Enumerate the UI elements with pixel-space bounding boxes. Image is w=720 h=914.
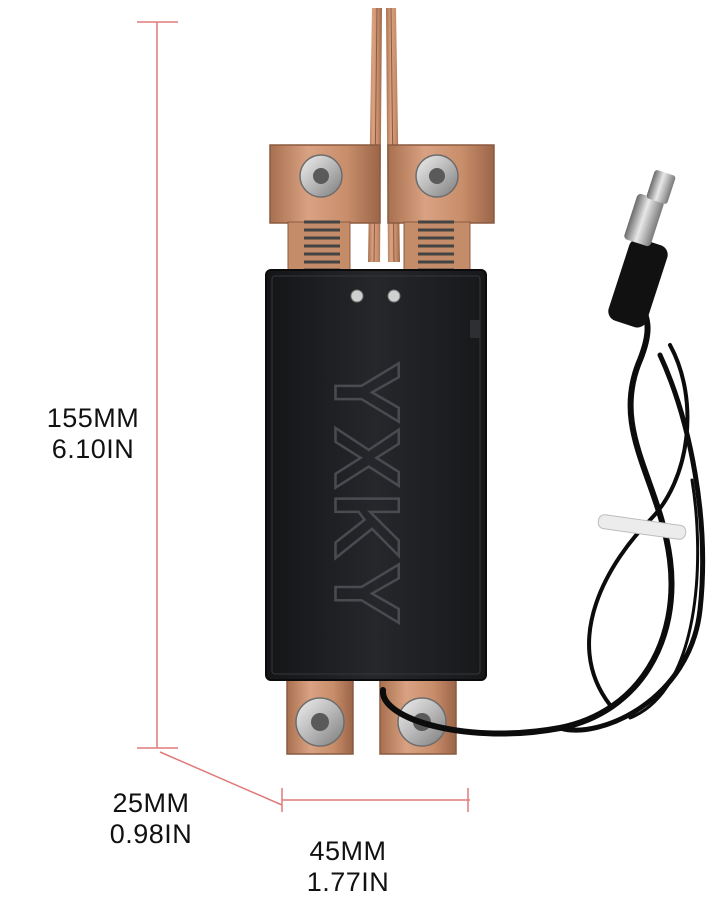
welder-body [265,269,487,681]
screw-icon [299,154,343,198]
height-in: 6.10IN [51,434,135,464]
dc-plug-icon [608,170,676,328]
screw-icon [415,154,459,198]
electrode-rods [368,7,400,263]
power-cable [380,297,706,737]
width-in: 1.77IN [306,867,390,897]
width-mm: 45MM [309,836,387,866]
screw-icon [295,697,345,747]
spring-left [304,220,340,272]
width-dimension-label: 45MM 1.77IN [282,836,414,898]
depth-dimension-label: 25MM 0.98IN [92,788,210,850]
height-mm: 155MM [46,403,140,433]
height-dimension-label: 155MM 6.10IN [18,403,168,465]
depth-mm: 25MM [112,788,190,818]
cable-tie [597,514,687,540]
dimension-lines [137,21,470,812]
spring-right [418,220,454,272]
embossed-brand-text: YXKY [316,362,418,629]
depth-in: 0.98IN [109,819,193,849]
